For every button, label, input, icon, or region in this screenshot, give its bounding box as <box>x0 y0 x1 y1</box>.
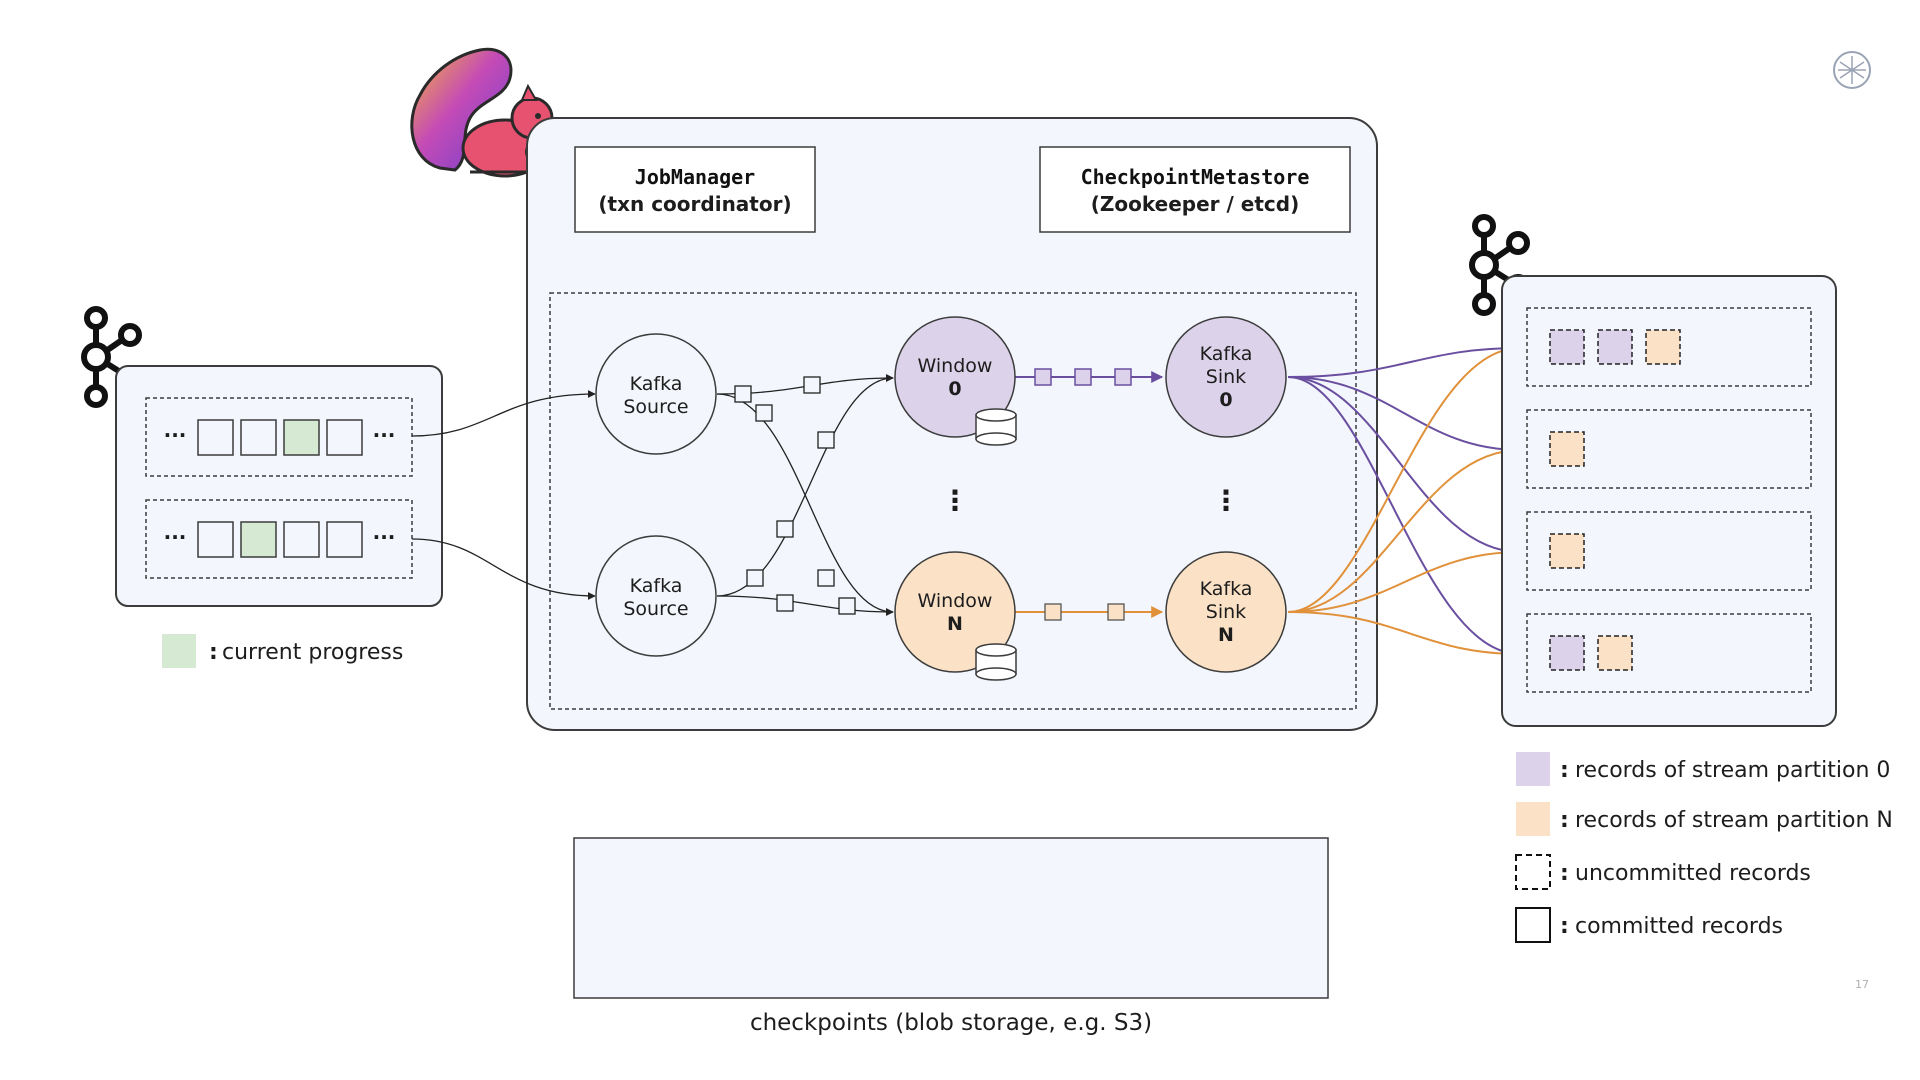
legend: : records of stream partition 0 : record… <box>1515 752 1893 943</box>
operator-label: Sink <box>1206 601 1246 623</box>
ellipsis-left: ... <box>164 520 187 544</box>
legend-colon: : <box>1560 808 1569 833</box>
database-icon <box>975 408 1017 446</box>
current-progress-record <box>240 521 277 558</box>
job-graph-area <box>549 292 1357 710</box>
window-n-node: Window N <box>894 551 1016 673</box>
uncommitted-record-pn <box>1645 329 1681 365</box>
database-icon <box>975 643 1017 681</box>
sink-partition-row <box>1526 613 1812 693</box>
job-manager-subtitle: (txn coordinator) <box>598 192 791 216</box>
uncommitted-record-p0 <box>1549 635 1585 671</box>
legend-colon: : <box>209 640 218 665</box>
source-partition-records <box>197 419 363 456</box>
vertical-ellipsis: ⋮ <box>1212 484 1240 517</box>
source-topic-panel <box>115 365 443 607</box>
legend-label-partition-0: records of stream partition 0 <box>1575 758 1890 783</box>
kafka-logo-icon <box>1469 214 1530 316</box>
uncommitted-record-p0 <box>1549 329 1585 365</box>
operator-label: Source <box>623 396 688 418</box>
legend-colon: : <box>1560 914 1569 939</box>
operator-label: Window <box>918 590 993 612</box>
sink0-output-edges <box>1287 342 1522 660</box>
operator-label: Source <box>623 598 688 620</box>
checkpoint-storage-label: checkpoints (blob storage, e.g. S3) <box>750 1010 1152 1036</box>
operator-label: Window <box>918 355 993 377</box>
operator-label: Kafka <box>1200 578 1253 600</box>
operator-index: 0 <box>1219 389 1232 411</box>
checkpoint-storage-box <box>573 837 1329 999</box>
job-manager-box: JobManager (txn coordinator) <box>574 146 816 233</box>
in-flight-records-p0 <box>1034 368 1132 386</box>
legend-swatch-progress <box>162 634 196 668</box>
kafka-sink-n-node: Kafka Sink N <box>1165 551 1287 673</box>
metastore-title: CheckpointMetastore <box>1081 165 1310 189</box>
source-record <box>197 419 234 456</box>
kafka-source-node: Kafka Source <box>595 333 717 455</box>
brand-logo-icon <box>1833 51 1871 89</box>
sink-partition-row <box>1526 511 1812 591</box>
operator-label: Sink <box>1206 366 1246 388</box>
legend-colon: : <box>1560 861 1569 886</box>
operator-label: Kafka <box>630 373 683 395</box>
operator-label: Kafka <box>630 575 683 597</box>
sink-partition-row <box>1526 409 1812 489</box>
slide-number: 17 <box>1855 978 1869 991</box>
sink-partition-row <box>1526 307 1812 387</box>
source-edges <box>411 390 596 600</box>
uncommitted-record-pn <box>1549 533 1585 569</box>
kafka-sink-0-node: Kafka Sink 0 <box>1165 316 1287 438</box>
source-record <box>283 521 320 558</box>
legend-label-progress: current progress <box>222 640 403 665</box>
operator-label: Kafka <box>1200 343 1253 365</box>
kafka-source-node: Kafka Source <box>595 535 717 657</box>
source-record <box>326 521 363 558</box>
legend-swatch-partition-n <box>1516 802 1550 836</box>
source-record <box>326 419 363 456</box>
uncommitted-record-pn <box>1597 635 1633 671</box>
operator-index: N <box>1218 624 1234 646</box>
sink-partition-records <box>1549 329 1681 671</box>
legend-label-uncommitted: uncommitted records <box>1575 861 1811 886</box>
operator-index: 0 <box>948 378 961 400</box>
metastore-subtitle: (Zookeeper / etcd) <box>1091 192 1299 216</box>
source-partition-records <box>197 521 363 558</box>
legend-swatch-committed <box>1515 907 1551 943</box>
legend-colon: : <box>1560 758 1569 783</box>
legend-label-partition-n: records of stream partition N <box>1575 808 1893 833</box>
operator-index: N <box>947 613 963 635</box>
source-record <box>197 521 234 558</box>
in-flight-records <box>734 376 856 615</box>
in-flight-records-pn <box>1044 603 1125 621</box>
job-manager-title: JobManager <box>635 165 755 189</box>
uncommitted-record-p0 <box>1597 329 1633 365</box>
sinkN-output-edges <box>1287 342 1522 660</box>
ellipsis-right: ... <box>373 418 396 442</box>
legend-swatch-uncommitted <box>1515 854 1551 890</box>
uncommitted-record-pn <box>1549 431 1585 467</box>
source-partition-row: ... ... <box>145 499 413 579</box>
legend-label-committed: committed records <box>1575 914 1783 939</box>
ellipsis-right: ... <box>373 520 396 544</box>
current-progress-record <box>283 419 320 456</box>
vertical-ellipsis: ⋮ <box>941 484 969 517</box>
legend-swatch-partition-0 <box>1516 752 1550 786</box>
source-partition-row: ... ... <box>145 397 413 477</box>
window-0-node: Window 0 <box>894 316 1016 438</box>
checkpoint-metastore-box: CheckpointMetastore (Zookeeper / etcd) <box>1039 146 1351 233</box>
source-record <box>240 419 277 456</box>
ellipsis-left: ... <box>164 418 187 442</box>
